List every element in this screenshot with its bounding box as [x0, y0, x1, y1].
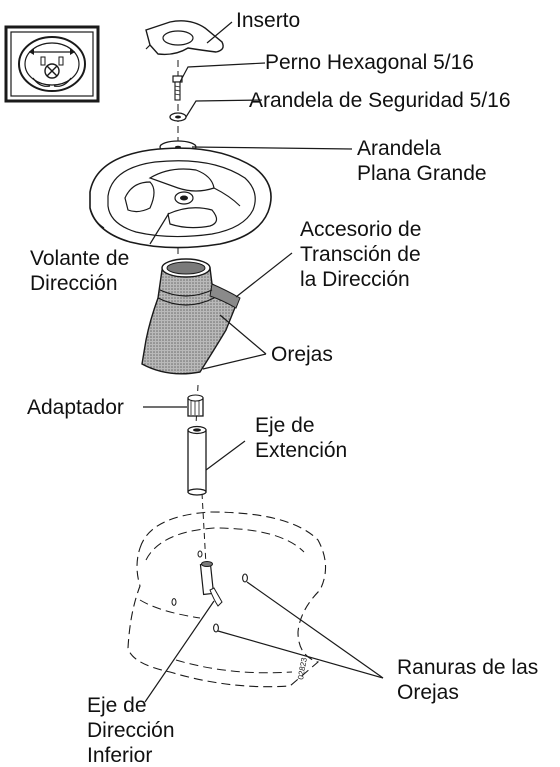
label-arandela-plana-line1: Arandela — [357, 137, 442, 160]
label-eje-inferior-line1: Eje de — [87, 694, 147, 717]
label-ranuras-line2: Orejas — [397, 681, 459, 704]
label-orejas: Orejas — [271, 342, 333, 367]
label-eje-extension-line1: Eje de — [255, 414, 315, 437]
label-eje-inferior: Eje de Dirección Inferior — [87, 693, 175, 767]
label-adaptador: Adaptador — [27, 395, 124, 420]
label-eje-extension-line2: Extención — [255, 439, 348, 462]
steering-wheel-inset-icon — [4, 25, 100, 103]
label-orejas-text: Orejas — [271, 343, 333, 366]
label-volante: Volante de Dirección — [30, 246, 129, 296]
lock-washer-part — [169, 112, 187, 122]
label-eje-inferior-line3: Inferior — [87, 744, 153, 767]
label-inserto: Inserto — [236, 8, 300, 33]
label-arandela-seguridad-text: Arandela de Seguridad 5/16 — [249, 89, 511, 112]
label-arandela-seguridad: Arandela de Seguridad 5/16 — [249, 88, 511, 113]
label-accesorio-line3: la Dirección — [300, 268, 410, 291]
label-accesorio-line2: Transción de — [300, 243, 421, 266]
leader-lines — [143, 21, 384, 703]
transition-fitting-part — [141, 258, 241, 375]
label-accesorio: Accesorio de Transción de la Dirección — [300, 217, 421, 292]
label-arandela-plana-line2: Plana Grande — [357, 162, 487, 185]
label-perno-hexagonal: Perno Hexagonal 5/16 — [265, 50, 474, 75]
label-inserto-text: Inserto — [236, 9, 301, 32]
insert-part — [145, 20, 224, 56]
label-arandela-plana: Arandela Plana Grande — [357, 136, 487, 186]
adapter-part — [187, 394, 204, 417]
label-volante-line2: Dirección — [30, 272, 118, 295]
label-ranuras-line1: Ranuras de las — [397, 656, 539, 679]
label-adaptador-text: Adaptador — [27, 396, 124, 419]
label-eje-extension: Eje de Extención — [255, 413, 347, 463]
label-eje-inferior-line2: Dirección — [87, 719, 175, 742]
label-volante-line1: Volante de — [30, 247, 130, 270]
lower-steering-housing — [127, 511, 327, 688]
label-perno-text: Perno Hexagonal 5/16 — [265, 51, 474, 74]
extension-shaft-part — [187, 425, 207, 496]
label-ranuras: Ranuras de las Orejas — [397, 655, 538, 705]
steering-wheel-part — [89, 147, 272, 249]
part-number: 02823 — [296, 656, 309, 680]
label-accesorio-line1: Accesorio de — [300, 218, 422, 241]
